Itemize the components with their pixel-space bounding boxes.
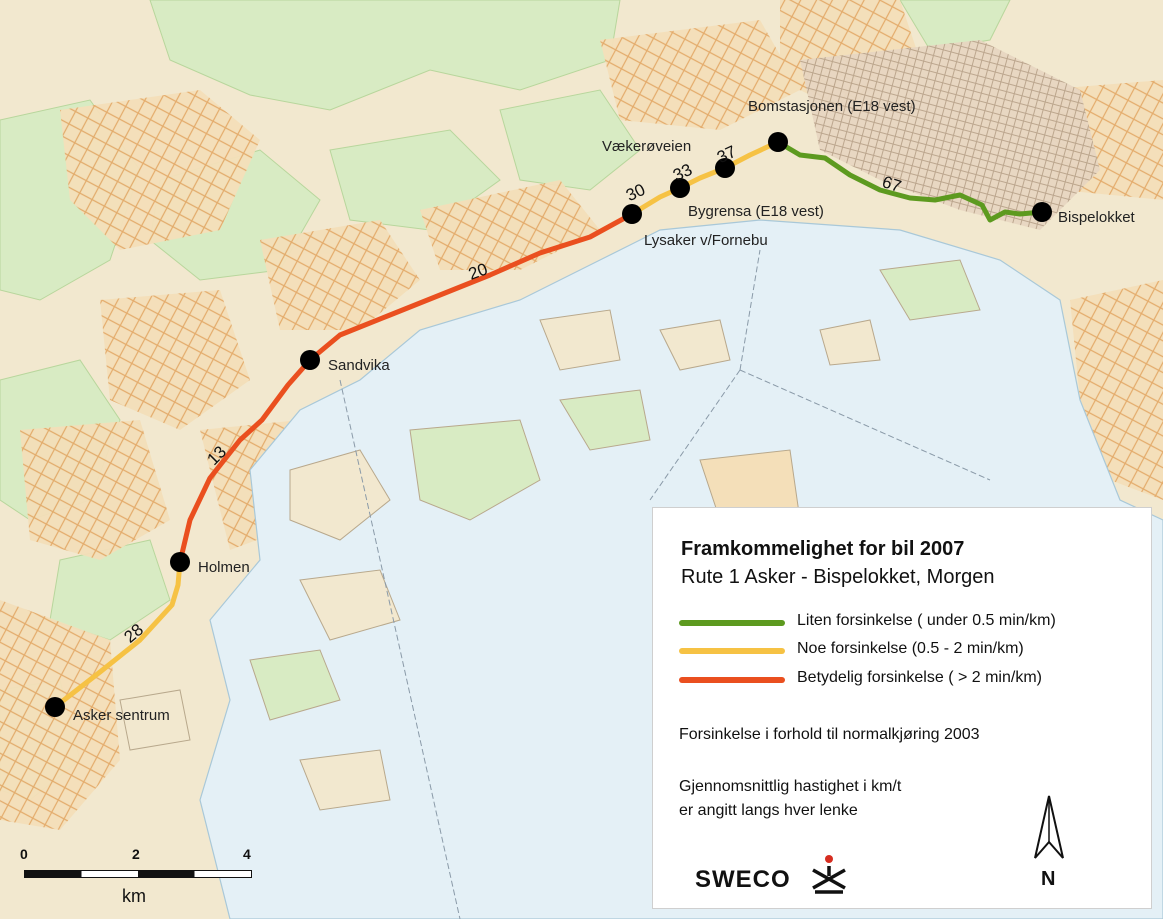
legend-swatch-yellow (679, 648, 785, 654)
legend-label: Noe forsinkelse (0.5 - 2 min/km) (797, 640, 1024, 657)
city-center-area (800, 40, 1100, 230)
north-label: N (1041, 868, 1056, 890)
legend-note-speed-line2: er angitt langs hver lenke (679, 802, 858, 819)
label-bygrensa: Bygrensa (E18 vest) (688, 203, 824, 220)
node-asker (45, 697, 65, 717)
legend-subtitle: Rute 1 Asker - Bispelokket, Morgen (681, 566, 995, 588)
sweco-mark-icon (812, 855, 846, 894)
label-bispelokket: Bispelokket (1058, 209, 1136, 226)
scale-unit: km (122, 886, 146, 906)
route-segment-asker-holmen (52, 559, 183, 710)
speed-bom-bispelokket: 67 (880, 172, 904, 196)
label-asker: Asker sentrum (73, 707, 170, 724)
scale-tick-0: 0 (20, 846, 28, 862)
place-labels: Bomstasjonen (E18 vest) Vækerøveien Bygr… (73, 98, 1136, 724)
legend-swatch-red (679, 677, 785, 683)
node-bomstasjonen (768, 132, 788, 152)
legend-swatch-green (679, 620, 785, 626)
node-lysaker (622, 204, 642, 224)
scale-tick-2: 2 (132, 846, 140, 862)
legend-note-reference: Forsinkelse i forhold til normalkjøring … (679, 726, 980, 743)
scale-tick-4: 4 (243, 846, 251, 862)
legend-label: Liten forsinkelse ( under 0.5 min/km) (797, 612, 1056, 629)
scale-bar-line (24, 870, 252, 878)
label-vaekeroveien: Vækerøveien (602, 138, 691, 155)
node-vaekeroveien (670, 178, 690, 198)
label-lysaker: Lysaker v/Fornebu (644, 232, 768, 249)
north-arrow: N (1029, 792, 1069, 902)
node-bygrensa (715, 158, 735, 178)
legend-title: Framkommelighet for bil 2007 (681, 538, 965, 560)
north-arrow-icon (1034, 795, 1064, 859)
sweco-logo: SWECO (695, 852, 855, 898)
legend-label: Betydelig forsinkelse ( > 2 min/km) (797, 669, 1042, 686)
label-sandvika: Sandvika (328, 357, 390, 374)
label-holmen: Holmen (198, 559, 250, 576)
legend-panel: Framkommelighet for bil 2007 Rute 1 Aske… (652, 507, 1152, 909)
route-line (52, 139, 1045, 710)
node-bispelokket (1032, 202, 1052, 222)
route-nodes (45, 132, 1052, 717)
legend-note-speed-line1: Gjennomsnittlig hastighet i km/t (679, 778, 902, 795)
boundary-lines (339, 249, 991, 919)
sweco-wordmark: SWECO (695, 866, 791, 893)
route-segment-holmen-sandvika (177, 357, 313, 565)
route-segment-bom-bispelokket (775, 139, 1045, 223)
islands (119, 259, 981, 811)
route-segment-sandvika-lysaker (307, 211, 635, 363)
route-segment-lysaker-bom (629, 139, 781, 217)
label-bomstasjonen: Bomstasjonen (E18 vest) (748, 98, 916, 115)
node-holmen (170, 552, 190, 572)
scale-bar: 0 2 4 km (20, 846, 260, 910)
node-sandvika (300, 350, 320, 370)
